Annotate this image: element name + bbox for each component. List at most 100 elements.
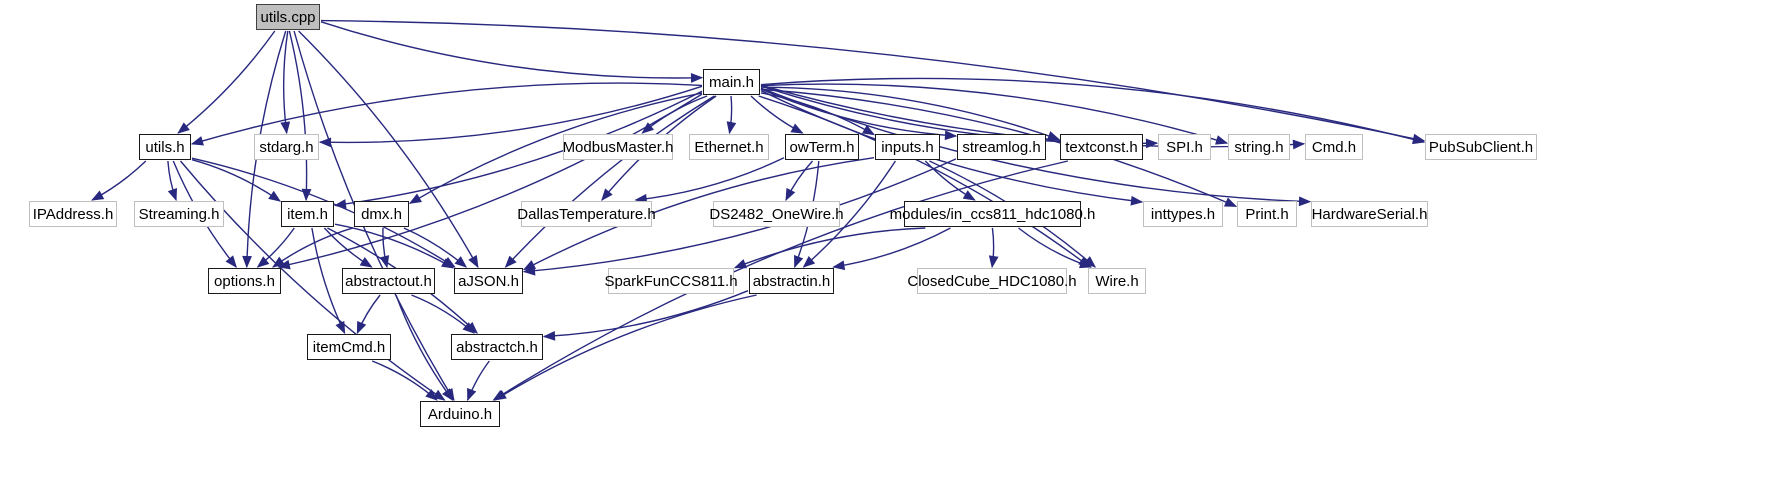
graph-edge-main-h-to-utils-h [190, 82, 703, 146]
graph-node-label: streamlog.h [962, 138, 1041, 156]
graph-node-inttypes-h[interactable]: inttypes.h [1143, 201, 1223, 227]
graph-node-label: Arduino.h [427, 405, 493, 423]
graph-edge-owterm-h-to-ds2482-h [785, 160, 814, 202]
graph-edge-abstractch-h-to-arduino-h [467, 360, 490, 402]
graph-node-label: Wire.h [1095, 272, 1139, 290]
graph-edge-abstractin-h-to-arduino-h [493, 294, 757, 401]
graph-edge-abstractout-h-to-abstractch-h [411, 294, 475, 334]
graph-node-options-h[interactable]: options.h [208, 268, 281, 294]
graph-node-label: utils.cpp [260, 8, 316, 26]
graph-edge-main-h-to-ajson-h [504, 95, 715, 268]
graph-node-itemcmd-h[interactable]: itemCmd.h [307, 334, 391, 360]
graph-node-closedcube-h[interactable]: ClosedCube_HDC1080.h [907, 268, 1077, 294]
graph-node-abstractin-h[interactable]: abstractin.h [749, 268, 834, 294]
graph-edge-inputs-h-to-modules-ccs-h [924, 160, 976, 201]
graph-node-label: ModbusMaster.h [562, 138, 674, 156]
graph-node-label: item.h [287, 205, 328, 223]
graph-edge-main-h-to-streamlog-h [760, 88, 958, 141]
graph-edge-main-h-to-options-h [277, 93, 703, 270]
graph-node-utils-cpp[interactable]: utils.cpp [256, 4, 320, 30]
graph-edge-item-h-to-ajson-h [334, 223, 455, 269]
graph-edge-utils-h-to-ipaddress-h [91, 160, 147, 201]
graph-node-label: SPI.h [1166, 138, 1203, 156]
graph-node-ipaddress-h[interactable]: IPAddress.h [29, 201, 117, 227]
graph-node-print-h[interactable]: Print.h [1237, 201, 1297, 227]
graph-edge-item-h-to-abstractout-h [323, 227, 373, 268]
graph-node-label: HardwareSerial.h [1311, 205, 1428, 223]
graph-node-streaming-h[interactable]: Streaming.h [134, 201, 224, 227]
graph-node-label: owTerm.h [789, 138, 855, 156]
graph-node-dallastemp-h[interactable]: DallasTemperature.h [517, 201, 656, 227]
graph-node-owterm-h[interactable]: owTerm.h [785, 134, 859, 160]
graph-node-main-h[interactable]: main.h [703, 69, 760, 95]
graph-node-cmd-h[interactable]: Cmd.h [1305, 134, 1363, 160]
graph-node-dmx-h[interactable]: dmx.h [354, 201, 409, 227]
graph-node-label: dmx.h [361, 205, 402, 223]
graph-node-string-h[interactable]: string.h [1228, 134, 1290, 160]
graph-node-label: aJSON.h [458, 272, 519, 290]
graph-edge-streamlog-h-to-ajson-h [522, 158, 957, 276]
graph-node-label: Ethernet.h [694, 138, 764, 156]
graph-edge-textconst-h-to-arduino-h [492, 160, 1069, 401]
graph-edge-inputs-h-to-ajson-h [522, 157, 875, 271]
graph-edge-owterm-h-to-dallastemp-h [634, 157, 785, 204]
graph-edge-main-h-to-dmx-h [408, 92, 703, 204]
graph-edge-modules-ccs-h-to-sparkfunccs-h [733, 227, 926, 269]
graph-edge-dmx-h-to-options-h [272, 227, 354, 268]
graph-node-label: utils.h [145, 138, 185, 156]
graph-edge-abstractout-h-to-arduino-h [395, 294, 454, 401]
graph-node-wire-h[interactable]: Wire.h [1088, 268, 1146, 294]
graph-node-ajson-h[interactable]: aJSON.h [454, 268, 523, 294]
graph-edge-utils-h-to-arduino-h [179, 160, 446, 401]
graph-edge-utils-cpp-to-stdarg-h [280, 30, 291, 135]
graph-node-pubsubclient-h[interactable]: PubSubClient.h [1425, 134, 1537, 160]
graph-node-label: abstractin.h [752, 272, 831, 290]
graph-node-spi-h[interactable]: SPI.h [1158, 134, 1211, 160]
graph-node-stdarg-h[interactable]: stdarg.h [254, 134, 319, 160]
graph-node-label: Streaming.h [138, 205, 220, 223]
graph-edge-utils-cpp-to-pubsubclient-h [320, 19, 1426, 144]
graph-node-label: ClosedCube_HDC1080.h [907, 272, 1077, 290]
graph-node-abstractch-h[interactable]: abstractch.h [451, 334, 543, 360]
graph-edge-dmx-h-to-ajson-h [403, 227, 468, 268]
graph-node-label: main.h [708, 73, 755, 91]
graph-edge-main-h-to-ethernet-h [726, 95, 737, 135]
graph-edge-main-h-to-textconst-h [760, 86, 1061, 141]
graph-edge-main-h-to-stdarg-h [318, 85, 703, 148]
graph-node-label: inttypes.h [1150, 205, 1216, 223]
graph-node-label: DS2482_OneWire.h [709, 205, 844, 223]
graph-node-modules-ccs-h[interactable]: modules/in_ccs811_hdc1080.h [890, 201, 1095, 227]
graph-edge-item-h-to-options-h [256, 227, 295, 268]
graph-node-arduino-h[interactable]: Arduino.h [420, 401, 500, 427]
graph-edge-utils-cpp-to-item-h [288, 30, 312, 202]
graph-edge-utils-cpp-to-utils-h [177, 30, 276, 134]
graph-node-inputs-h[interactable]: inputs.h [875, 134, 940, 160]
graph-node-ethernet-h[interactable]: Ethernet.h [689, 134, 769, 160]
graph-node-label: Cmd.h [1311, 138, 1357, 156]
graph-node-abstractout-h[interactable]: abstractout.h [342, 268, 435, 294]
graph-edge-dmx-h-to-abstractout-h [379, 227, 390, 269]
graph-node-utils-h[interactable]: utils.h [139, 134, 191, 160]
graph-node-label: stdarg.h [259, 138, 314, 156]
graph-node-label: abstractout.h [345, 272, 432, 290]
graph-node-sparkfunccs-h[interactable]: SparkFunCCS811.h [604, 268, 738, 294]
graph-edge-main-h-to-hardwareserial-h [760, 87, 1312, 207]
graph-node-label: options.h [214, 272, 275, 290]
graph-node-ds2482-h[interactable]: DS2482_OneWire.h [709, 201, 844, 227]
graph-node-label: Print.h [1245, 205, 1289, 223]
graph-node-textconst-h[interactable]: textconst.h [1060, 134, 1143, 160]
graph-edge-main-h-to-string-h [760, 83, 1229, 145]
graph-node-label: inputs.h [881, 138, 934, 156]
graph-edge-item-h-to-itemcmd-h [311, 227, 346, 335]
graph-node-streamlog-h[interactable]: streamlog.h [957, 134, 1046, 160]
graph-edge-inputs-h-to-abstractin-h [802, 160, 896, 268]
graph-node-modbusmaster-h[interactable]: ModbusMaster.h [563, 134, 673, 160]
graph-node-label: itemCmd.h [312, 338, 386, 356]
graph-node-label: abstractch.h [456, 338, 538, 356]
graph-node-item-h[interactable]: item.h [281, 201, 334, 227]
graph-edge-main-h-to-item-h [333, 90, 703, 209]
graph-node-label: modules/in_ccs811_hdc1080.h [889, 205, 1096, 223]
graph-node-label: PubSubClient.h [1428, 138, 1534, 156]
graph-node-hardwareserial-h[interactable]: HardwareSerial.h [1311, 201, 1428, 227]
